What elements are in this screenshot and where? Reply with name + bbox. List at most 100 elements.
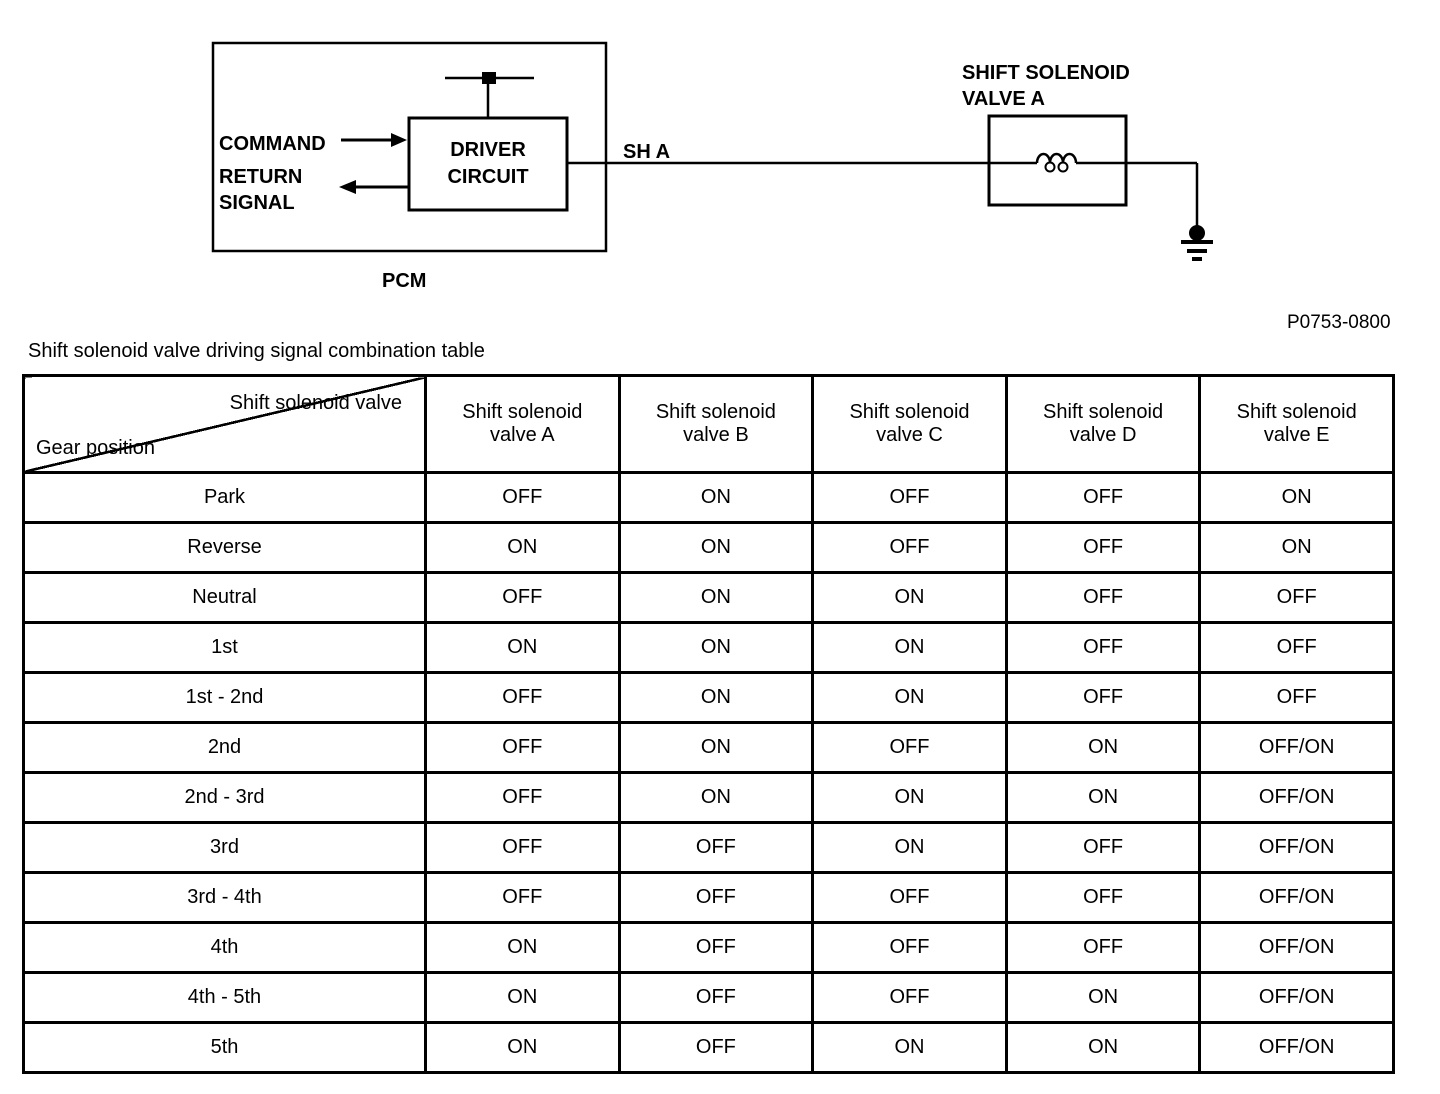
valve-state-cell: ON xyxy=(617,721,815,774)
return-signal-label: RETURN SIGNAL xyxy=(219,166,303,214)
valve-state-cell: OFF/ON xyxy=(1198,921,1395,974)
column-header-valve-a: Shift solenoid valve A xyxy=(424,374,621,474)
valve-state-cell: OFF xyxy=(1004,571,1202,624)
valve-state-cell: ON xyxy=(811,821,1008,874)
valve-state-cell: OFF xyxy=(1004,921,1202,974)
table-title: Shift solenoid valve driving signal comb… xyxy=(28,340,485,362)
valve-state-cell: OFF xyxy=(617,921,815,974)
valve-state-cell: OFF xyxy=(1004,671,1202,724)
valve-state-cell: ON xyxy=(1198,471,1395,524)
valve-state-cell: ON xyxy=(424,621,621,674)
column-header-valve-d: Shift solenoid valve D xyxy=(1004,374,1202,474)
valve-state-cell: ON xyxy=(811,621,1008,674)
gear-position-cell: 1st xyxy=(22,621,427,674)
valve-state-cell: OFF/ON xyxy=(1198,1021,1395,1074)
valve-state-cell: ON xyxy=(811,1021,1008,1074)
valve-state-cell: OFF xyxy=(617,971,815,1024)
column-header-valve-e: Shift solenoid valve E xyxy=(1198,374,1395,474)
valve-state-cell: ON xyxy=(1198,521,1395,574)
valve-state-cell: ON xyxy=(617,621,815,674)
valve-state-cell: ON xyxy=(811,671,1008,724)
circuit-diagram xyxy=(211,41,1213,261)
valve-state-cell: OFF xyxy=(1004,871,1202,924)
valve-state-cell: ON xyxy=(617,671,815,724)
valve-state-cell: ON xyxy=(424,1021,621,1074)
corner-cell: Shift solenoid valve Gear position xyxy=(22,374,427,474)
gear-position-cell: 4th - 5th xyxy=(22,971,427,1024)
gear-position-cell: 2nd - 3rd xyxy=(22,771,427,824)
output-wire xyxy=(1076,161,1199,226)
gear-position-cell: 2nd xyxy=(22,721,427,774)
valve-state-cell: ON xyxy=(1004,1021,1202,1074)
valve-state-cell: ON xyxy=(424,521,621,574)
column-header-valve-b: Shift solenoid valve B xyxy=(617,374,815,474)
return-signal-arrow xyxy=(339,180,409,194)
shift-solenoid-valve-label: SHIFT SOLENOID VALVE A xyxy=(962,62,1130,110)
valve-state-cell: OFF xyxy=(424,771,621,824)
valve-state-cell: OFF xyxy=(424,671,621,724)
valve-state-cell: ON xyxy=(617,521,815,574)
command-label: COMMAND xyxy=(219,133,326,155)
valve-state-cell: ON xyxy=(617,471,815,524)
valve-state-cell: ON xyxy=(811,571,1008,624)
valve-state-cell: OFF xyxy=(617,871,815,924)
valve-state-cell: OFF xyxy=(1198,571,1395,624)
valve-state-cell: OFF xyxy=(1004,821,1202,874)
valve-state-cell: OFF xyxy=(424,871,621,924)
gear-position-cell: Park xyxy=(22,471,427,524)
valve-state-cell: OFF xyxy=(811,971,1008,1024)
valve-state-cell: OFF xyxy=(424,571,621,624)
valve-state-cell: ON xyxy=(617,771,815,824)
valve-state-cell: ON xyxy=(1004,771,1202,824)
command-arrow xyxy=(341,133,407,147)
valve-state-cell: OFF xyxy=(811,721,1008,774)
valve-state-cell: ON xyxy=(1004,971,1202,1024)
valve-state-cell: OFF xyxy=(1198,671,1395,724)
valve-state-cell: ON xyxy=(617,571,815,624)
sh-a-label: SH A xyxy=(623,141,671,163)
gear-position-cell: 3rd xyxy=(22,821,427,874)
ground-symbol xyxy=(1181,225,1213,261)
valve-state-cell: OFF xyxy=(424,471,621,524)
valve-state-cell: OFF/ON xyxy=(1198,721,1395,774)
coil-symbol xyxy=(1035,152,1078,173)
valve-state-cell: OFF xyxy=(424,721,621,774)
valve-state-cell: OFF/ON xyxy=(1198,821,1395,874)
valve-state-cell: OFF xyxy=(1004,621,1202,674)
valve-state-cell: OFF xyxy=(811,871,1008,924)
signal-combination-table: Shift solenoid valve Gear position Shift… xyxy=(22,374,1395,1074)
valve-state-cell: ON xyxy=(811,771,1008,824)
gear-position-cell: 5th xyxy=(22,1021,427,1074)
pcm-label: PCM xyxy=(382,270,427,292)
power-supply-symbol xyxy=(445,72,534,118)
driver-circuit-label: DRIVER CIRCUIT xyxy=(447,139,529,188)
pcm-box xyxy=(211,41,608,253)
gear-position-cell: 4th xyxy=(22,921,427,974)
valve-state-cell: OFF/ON xyxy=(1198,771,1395,824)
gear-position-cell: Neutral xyxy=(22,571,427,624)
valve-state-cell: OFF xyxy=(1198,621,1395,674)
valve-state-cell: OFF xyxy=(617,821,815,874)
valve-state-cell: OFF xyxy=(811,471,1008,524)
valve-state-cell: OFF xyxy=(1004,471,1202,524)
valve-state-cell: ON xyxy=(424,921,621,974)
gear-position-cell: 1st - 2nd xyxy=(22,671,427,724)
valve-state-cell: OFF xyxy=(617,1021,815,1074)
valve-state-cell: OFF xyxy=(424,821,621,874)
column-header-valve-c: Shift solenoid valve C xyxy=(811,374,1008,474)
gear-position-cell: 3rd - 4th xyxy=(22,871,427,924)
valve-state-cell: OFF xyxy=(1004,521,1202,574)
